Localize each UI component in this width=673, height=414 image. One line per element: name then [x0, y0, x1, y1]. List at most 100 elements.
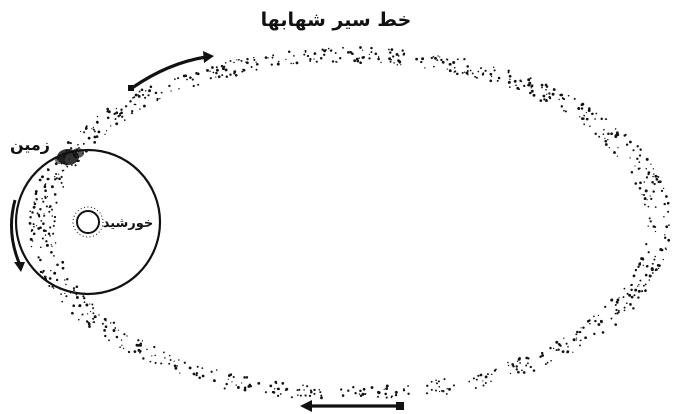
meteor-dot [274, 381, 277, 384]
meteor-dot [41, 175, 44, 178]
meteor-dot [351, 52, 354, 55]
meteor-dot [198, 377, 201, 380]
meteor-dot [476, 379, 478, 381]
meteor-dot [42, 237, 44, 239]
meteor-dot [342, 47, 344, 49]
meteor-dot [514, 80, 517, 83]
meteor-dot [490, 73, 493, 76]
meteor-dot [653, 183, 655, 185]
meteor-dot [40, 246, 42, 248]
meteor-dot [545, 363, 547, 365]
meteor-dot [225, 68, 228, 71]
meteor-dot [562, 97, 564, 99]
meteor-dot [397, 64, 399, 66]
meteor-dot [347, 51, 350, 54]
meteor-dot [597, 323, 600, 326]
meteor-dot [547, 362, 549, 364]
meteor-dot [580, 340, 581, 341]
meteor-dot [49, 226, 51, 228]
meteor-dot [533, 94, 536, 97]
meteor-dot [36, 225, 37, 226]
meteor-dot [654, 256, 656, 258]
meteor-dot [265, 391, 267, 393]
meteor-dot [402, 49, 404, 51]
meteor-dot [97, 123, 98, 124]
meteor-dot [602, 331, 605, 334]
meteor-dot [582, 118, 584, 120]
meteor-dot [169, 355, 171, 357]
meteor-dot [633, 275, 636, 278]
meteor-dot [649, 279, 651, 281]
meteor-dot [78, 306, 79, 307]
meteor-dot [438, 380, 440, 382]
meteor-dot [638, 168, 640, 170]
stream-direction-arrow-top [128, 51, 214, 91]
meteor-dot [653, 168, 654, 169]
meteor-dot [221, 74, 223, 76]
meteor-dot [168, 85, 170, 87]
meteor-dot [51, 246, 52, 247]
meteor-dot [576, 339, 577, 340]
meteor-dot [515, 85, 517, 87]
meteor-dot [588, 109, 591, 112]
meteor-dot [364, 393, 366, 395]
meteor-dot [84, 301, 86, 303]
meteor-dot [107, 117, 110, 120]
meteor-dot [53, 287, 54, 288]
meteor-dot [256, 63, 259, 66]
meteor-dot [39, 259, 42, 262]
meteor-dot [580, 327, 581, 328]
meteor-dot [548, 92, 550, 94]
meteor-dot [380, 62, 381, 63]
meteor-dot [83, 131, 85, 133]
meteor-dot [610, 299, 613, 302]
meteor-dot [116, 336, 119, 339]
meteor-dot [639, 280, 641, 282]
meteor-dot [563, 110, 565, 112]
meteor-dot [310, 391, 313, 394]
meteor-dot [603, 133, 605, 135]
meteor-dot [467, 74, 468, 75]
meteor-dot [353, 59, 356, 62]
meteor-dot [85, 127, 88, 130]
meteor-dot [85, 304, 88, 307]
meteor-dot [482, 72, 484, 74]
meteor-dot [91, 128, 92, 129]
meteor-dot [653, 173, 655, 175]
meteor-dot [403, 53, 406, 56]
meteor-dot [607, 139, 608, 140]
stream-direction-arrow-bottom [300, 400, 404, 412]
meteor-dot [640, 148, 642, 150]
meteor-dot [581, 107, 584, 110]
meteor-dot [35, 190, 38, 193]
meteor-dot [651, 181, 654, 184]
meteor-dot [37, 227, 40, 230]
meteor-dot [653, 225, 656, 228]
meteor-dot [637, 266, 639, 268]
meteor-dot [233, 72, 235, 74]
meteor-dot [93, 129, 95, 131]
meteor-dot [298, 389, 300, 391]
meteor-dot [541, 354, 544, 357]
meteor-dot [35, 198, 37, 200]
meteor-dot [579, 344, 581, 346]
sun [77, 211, 99, 233]
meteor-dot [583, 115, 585, 117]
meteor-dot [66, 166, 68, 168]
meteor-dot [62, 186, 64, 188]
meteor-dot [124, 119, 126, 121]
meteor-dot [517, 361, 519, 363]
meteor-dot [368, 57, 370, 59]
meteor-dot [600, 118, 602, 120]
meteor-dot [116, 108, 117, 109]
meteor-dot [71, 312, 74, 315]
meteor-dot [140, 344, 142, 346]
meteor-dot [523, 371, 526, 374]
meteor-dot [92, 318, 94, 320]
meteor-dot [49, 205, 52, 208]
meteor-dot [575, 333, 577, 335]
meteor-dot [594, 133, 596, 135]
meteor-dot [104, 134, 105, 135]
meteor-dot [314, 52, 317, 55]
meteor-dot [245, 61, 247, 63]
